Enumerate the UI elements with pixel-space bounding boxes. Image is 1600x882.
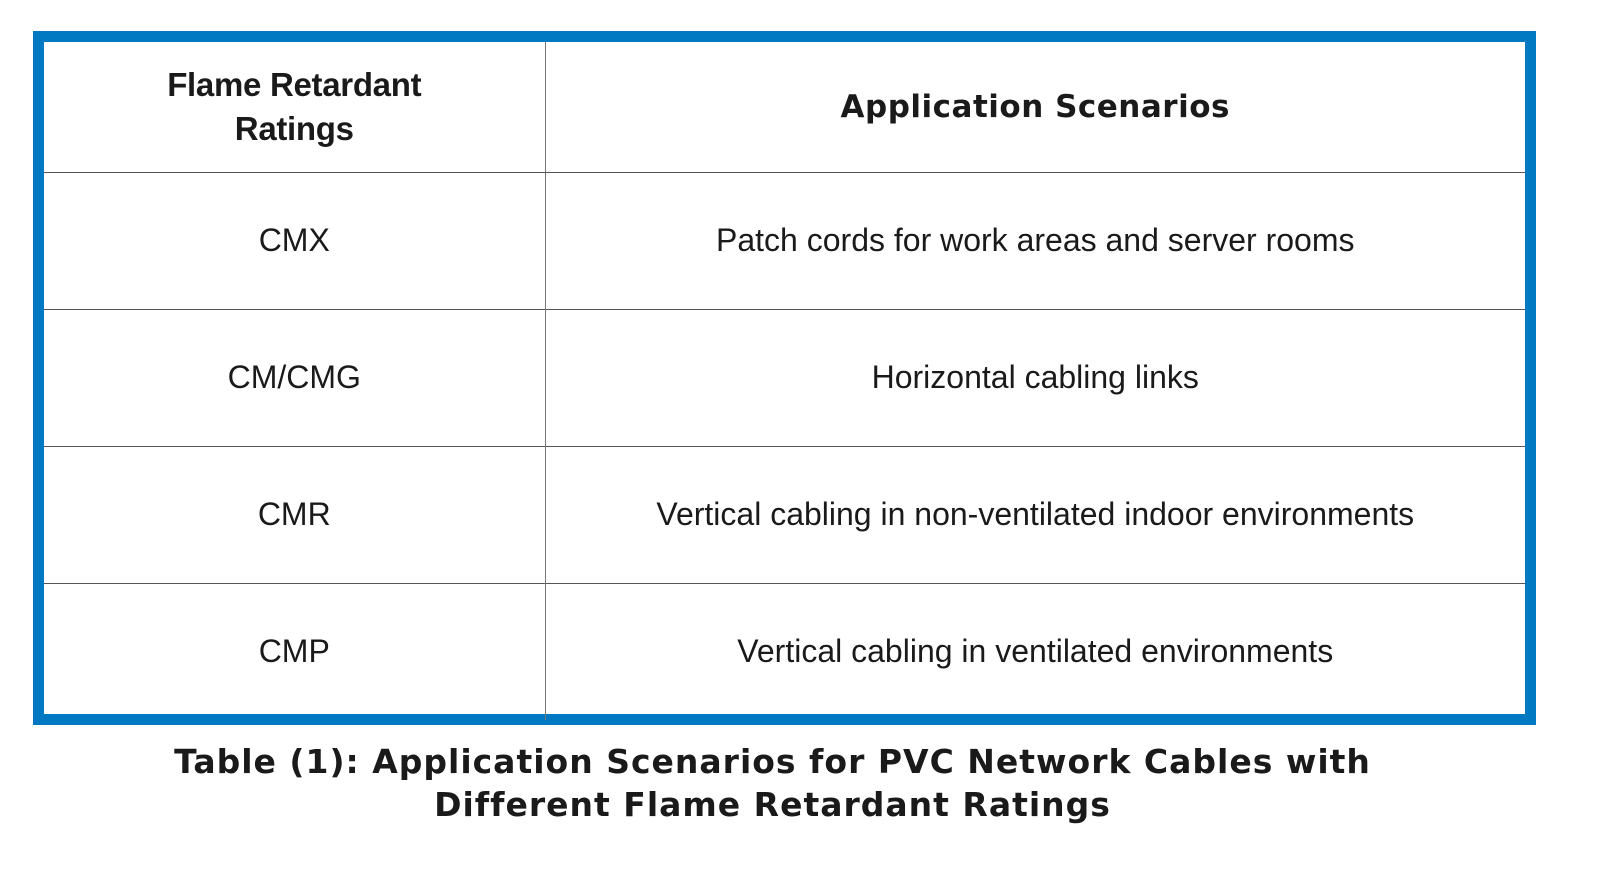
table-row: CMX Patch cords for work areas and serve…: [44, 171, 1525, 309]
table-row: CMP Vertical cabling in ventilated envir…: [44, 582, 1525, 720]
caption-line-1: Table (1): Application Scenarios for PVC…: [174, 742, 1371, 781]
table-row: CM/CMG Horizontal cabling links: [44, 308, 1525, 446]
table-frame: Flame Retardant Ratings Application Scen…: [33, 31, 1536, 725]
table-row: CMR Vertical cabling in non-ventilated i…: [44, 445, 1525, 583]
rating-cell: CM/CMG: [44, 308, 546, 446]
header-line-1: Flame Retardant: [167, 65, 422, 103]
rating-cell: CMX: [44, 171, 546, 309]
rating-cell: CMP: [44, 582, 546, 720]
table-header-row: Flame Retardant Ratings Application Scen…: [44, 42, 1525, 173]
table-caption: Table (1): Application Scenarios for PVC…: [0, 740, 1545, 826]
scenario-cell: Vertical cabling in ventilated environme…: [545, 582, 1525, 720]
header-flame-retardant-ratings: Flame Retardant Ratings: [44, 42, 546, 173]
scenario-cell: Patch cords for work areas and server ro…: [545, 171, 1525, 309]
header-application-scenarios: Application Scenarios: [545, 42, 1525, 173]
ratings-table: Flame Retardant Ratings Application Scen…: [44, 42, 1525, 720]
scenario-cell: Horizontal cabling links: [545, 308, 1525, 446]
header-line-2: Ratings: [234, 109, 354, 147]
caption-line-2: Different Flame Retardant Ratings: [434, 785, 1111, 824]
scenario-cell: Vertical cabling in non-ventilated indoo…: [545, 445, 1525, 583]
rating-cell: CMR: [44, 445, 546, 583]
